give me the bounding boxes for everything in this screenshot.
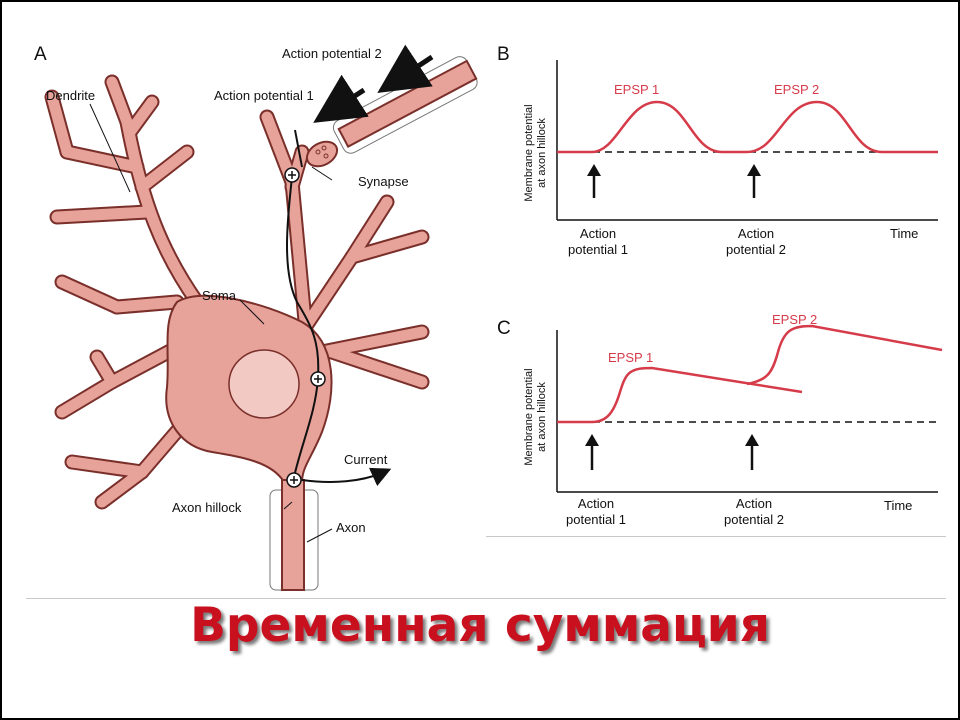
panel-b-arrow-ap2: [747, 164, 761, 198]
label-axon: Axon: [336, 520, 366, 535]
panel-b-epsp2-label: EPSP 2: [774, 82, 820, 97]
label-action-potential-1: Action potential 1: [214, 88, 314, 103]
panel-b-xlabel-time: Time: [890, 226, 919, 241]
panel-c-xlabel-time: Time: [884, 498, 913, 513]
plus-marker-soma: [310, 371, 326, 387]
label-axon-hillock: Axon hillock: [172, 500, 242, 515]
label-soma: Soma: [202, 288, 236, 303]
plus-marker-hillock: [286, 472, 302, 488]
panel-c-epsp1-label: EPSP 1: [608, 350, 654, 365]
panel-c-arrow-ap2: [745, 434, 759, 470]
panel-b-graph: [556, 60, 938, 221]
panel-c-ylabel: Membrane potential at axon hillock: [523, 368, 548, 466]
label-dendrite: Dendrite: [46, 88, 96, 103]
panel-c-epsp2-label: EPSP 2: [772, 312, 818, 327]
panel-c-arrow-ap1: [585, 434, 599, 470]
panel-b-epsp1-label: EPSP 1: [614, 82, 660, 97]
current-path: [286, 176, 320, 478]
current-arrow: [301, 467, 392, 487]
title-divider: [26, 598, 946, 599]
panel-c-epsp1-curve: [557, 366, 803, 424]
panel-b-letter: B: [497, 44, 510, 65]
panel-c-divider: [486, 536, 946, 537]
action-potential-2-arrow: [377, 44, 434, 93]
synaptic-bouton: [305, 140, 339, 168]
panel-c-graph: [556, 324, 943, 493]
panel-b-epsp-curve: [557, 100, 938, 154]
label-synapse: Synapse: [358, 174, 409, 189]
panel-c-letter: C: [497, 318, 511, 339]
neuron-diagram: [44, 44, 478, 591]
slide-title: Временная суммация: [190, 598, 770, 653]
nucleus: [228, 349, 300, 419]
action-potential-1-arrow: [313, 74, 369, 123]
panel-b-arrow-ap1: [587, 164, 601, 198]
label-action-potential-2: Action potential 2: [282, 46, 382, 61]
label-current: Current: [344, 452, 388, 467]
panel-a-letter: A: [34, 44, 47, 65]
plus-marker-synapse: [284, 167, 300, 183]
panel-c-epsp2-curve: [746, 324, 943, 386]
